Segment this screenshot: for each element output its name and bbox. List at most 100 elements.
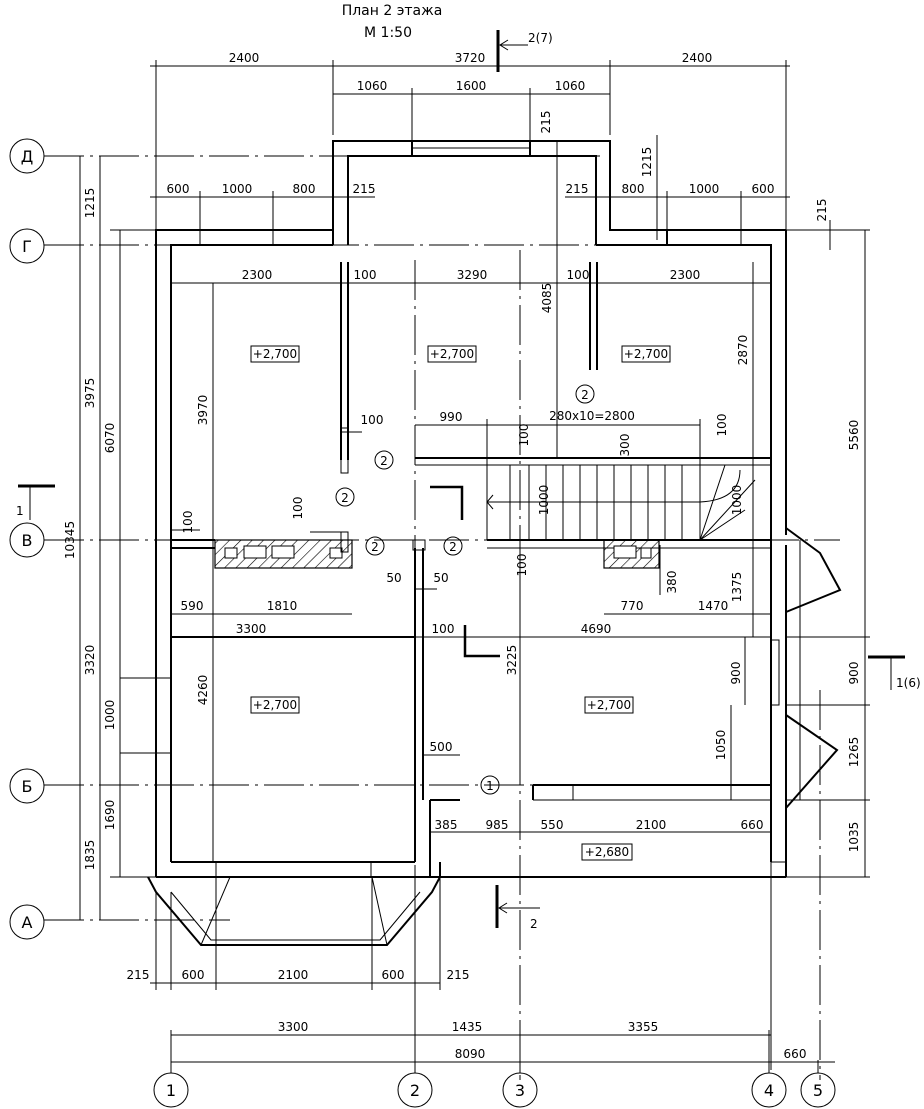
svg-text:+2,700: +2,700: [587, 698, 631, 712]
svg-text:2: 2: [581, 388, 589, 402]
dim-label: 1690: [103, 800, 117, 831]
dim-label: 8090: [455, 1047, 486, 1061]
axis-bubble-5: 5: [800, 1072, 836, 1108]
dim-label: 3320: [83, 645, 97, 676]
dim-label: 215: [566, 182, 589, 196]
dim-label: 100: [291, 497, 305, 520]
section-mark-top: 2(7): [496, 30, 553, 72]
room-level-balcony: +2,680: [581, 843, 633, 861]
dim-label: 2100: [278, 968, 309, 982]
section-mark-right: 1(6): [868, 655, 921, 690]
dim-label: 3720: [455, 51, 486, 65]
dim-label: 215: [815, 199, 829, 222]
svg-text:2: 2: [371, 540, 379, 554]
room-level-r4: +2,700: [250, 696, 300, 714]
dim-label: 600: [752, 182, 775, 196]
axis-bubble-d: Д: [9, 138, 45, 174]
dim-label: 2400: [229, 51, 260, 65]
dim-label: 3970: [196, 395, 210, 426]
dim-label: 380: [665, 571, 679, 594]
dim-label: 50: [433, 571, 448, 585]
svg-text:1(6): 1(6): [896, 676, 921, 690]
dim-label: 550: [541, 818, 564, 832]
svg-text:2: 2: [410, 1081, 420, 1100]
dim-label: 800: [293, 182, 316, 196]
svg-text:+2,700: +2,700: [430, 347, 474, 361]
dim-label: 215: [447, 968, 470, 982]
svg-text:+2,680: +2,680: [585, 845, 629, 859]
svg-text:+2,700: +2,700: [253, 698, 297, 712]
dim-label: 2300: [670, 268, 701, 282]
dim-label: 215: [353, 182, 376, 196]
room-number: 2: [374, 450, 394, 470]
axis-bubble-2: 2: [397, 1072, 433, 1108]
axis-leaders: [170, 1030, 819, 1073]
dim-label: 385: [435, 818, 458, 832]
dim-label: 1060: [555, 79, 586, 93]
dim-label: 900: [847, 662, 861, 685]
dim-label: 1375: [730, 572, 744, 603]
dim-label: 1000: [222, 182, 253, 196]
svg-text:Б: Б: [22, 777, 33, 796]
dim-label: 2870: [736, 335, 750, 366]
dim-label: 100: [432, 622, 455, 636]
axis-bubble-1: 1: [153, 1072, 189, 1108]
dim-label: 100: [515, 554, 529, 577]
dim-label: 4690: [581, 622, 612, 636]
stairs-label: 280x10=2800: [549, 409, 635, 423]
axis-lines: [44, 155, 840, 1080]
dimension-labels: 2400 3720 2400 1060 1600 1060 600 1000 8…: [63, 51, 861, 1061]
dim-label: 1060: [357, 79, 388, 93]
dim-label: 900: [729, 662, 743, 685]
room-number: 2: [335, 487, 355, 507]
dim-label: 100: [354, 268, 377, 282]
axis-bubble-a: А: [9, 904, 45, 940]
room-level-r1: +2,700: [250, 345, 300, 363]
dim-label: 3355: [628, 1020, 659, 1034]
dim-label: 3225: [505, 645, 519, 676]
dim-label: 1215: [640, 147, 654, 178]
dimension-lines: [79, 60, 870, 1070]
right-bay-window: [785, 527, 842, 809]
svg-text:2: 2: [380, 454, 388, 468]
dim-label: 215: [539, 111, 553, 134]
plan-title: План 2 этажа: [342, 3, 443, 19]
dim-label: 3300: [278, 1020, 309, 1034]
svg-text:2: 2: [341, 491, 349, 505]
svg-text:1: 1: [166, 1081, 176, 1100]
room-number: 2: [365, 536, 385, 556]
dim-label: 10345: [63, 521, 77, 559]
dim-label: 800: [622, 182, 645, 196]
column-stubs: [340, 427, 426, 553]
dim-label: 1000: [103, 700, 117, 731]
dim-label: 1000: [537, 485, 551, 516]
dim-label: 2400: [682, 51, 713, 65]
dim-label: 1265: [847, 737, 861, 768]
svg-text:2: 2: [449, 540, 457, 554]
dim-label: 50: [386, 571, 401, 585]
svg-text:Д: Д: [21, 147, 34, 166]
dim-label: 100: [567, 268, 590, 282]
section-mark-left: 1: [16, 484, 55, 520]
dim-label: 985: [486, 818, 509, 832]
axis-bubble-b: Б: [9, 768, 45, 804]
svg-text:1: 1: [16, 504, 24, 518]
svg-text:3: 3: [515, 1081, 525, 1100]
svg-text:5: 5: [813, 1081, 823, 1100]
room-level-r2: +2,700: [427, 345, 477, 363]
dim-label: 1470: [698, 599, 729, 613]
dim-label: 1215: [83, 188, 97, 219]
dim-label: 100: [181, 511, 195, 534]
dim-label: 600: [182, 968, 205, 982]
chimney-left: [214, 539, 353, 569]
svg-text:Г: Г: [22, 237, 32, 256]
svg-text:В: В: [22, 531, 33, 550]
room-level-r3: +2,700: [621, 345, 671, 363]
axis-bubble-g: Г: [9, 228, 45, 264]
dim-label: 3975: [83, 378, 97, 409]
svg-text:А: А: [22, 913, 33, 932]
dim-label: 1835: [83, 840, 97, 871]
dim-label: 1435: [452, 1020, 483, 1034]
dim-label: 4085: [540, 283, 554, 314]
svg-text:+2,700: +2,700: [253, 347, 297, 361]
